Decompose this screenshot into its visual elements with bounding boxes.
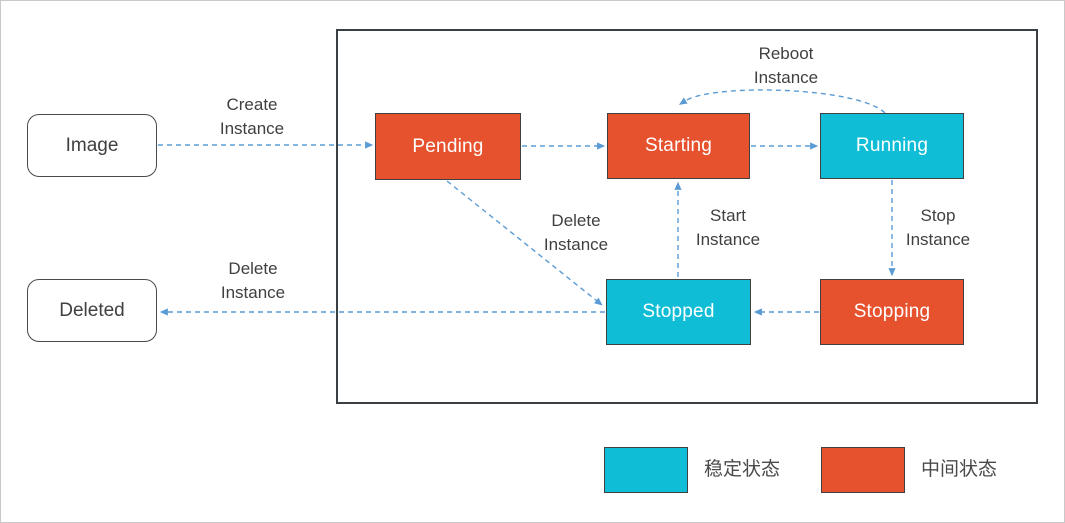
legend-swatch-intermediate [821, 447, 905, 493]
node-pending-label: Pending [412, 135, 484, 157]
node-pending: Pending [375, 113, 521, 180]
node-stopped-label: Stopped [642, 301, 715, 322]
legend-swatch-stable [604, 447, 688, 493]
node-deleted: Deleted [27, 279, 157, 342]
legend-label-intermediate: 中间状态 [921, 459, 998, 480]
node-deleted-label: Deleted [59, 299, 125, 321]
legend-label-stable: 稳定状态 [704, 459, 781, 480]
label-stop-instance: Stop Instance [905, 206, 971, 249]
node-image-label: Image [65, 134, 119, 156]
label-start-instance: Start Instance [695, 206, 761, 249]
label-delete-instance-mid: Delete Instance [543, 211, 609, 254]
node-stopping: Stopping [820, 279, 964, 345]
label-create-instance: Create Instance [219, 95, 285, 138]
node-stopping-label: Stopping [853, 301, 931, 322]
node-image: Image [27, 114, 157, 177]
node-running-label: Running [855, 135, 929, 156]
node-starting-label: Starting [644, 135, 713, 156]
label-delete-instance-left: Delete Instance [220, 259, 286, 302]
node-running: Running [820, 113, 964, 179]
arrow-reboot-running-to-starting [678, 89, 886, 114]
label-reboot-instance: Reboot Instance [753, 44, 819, 87]
node-starting: Starting [607, 113, 750, 179]
state-machine-frame [336, 29, 1038, 404]
node-stopped: Stopped [606, 279, 751, 345]
